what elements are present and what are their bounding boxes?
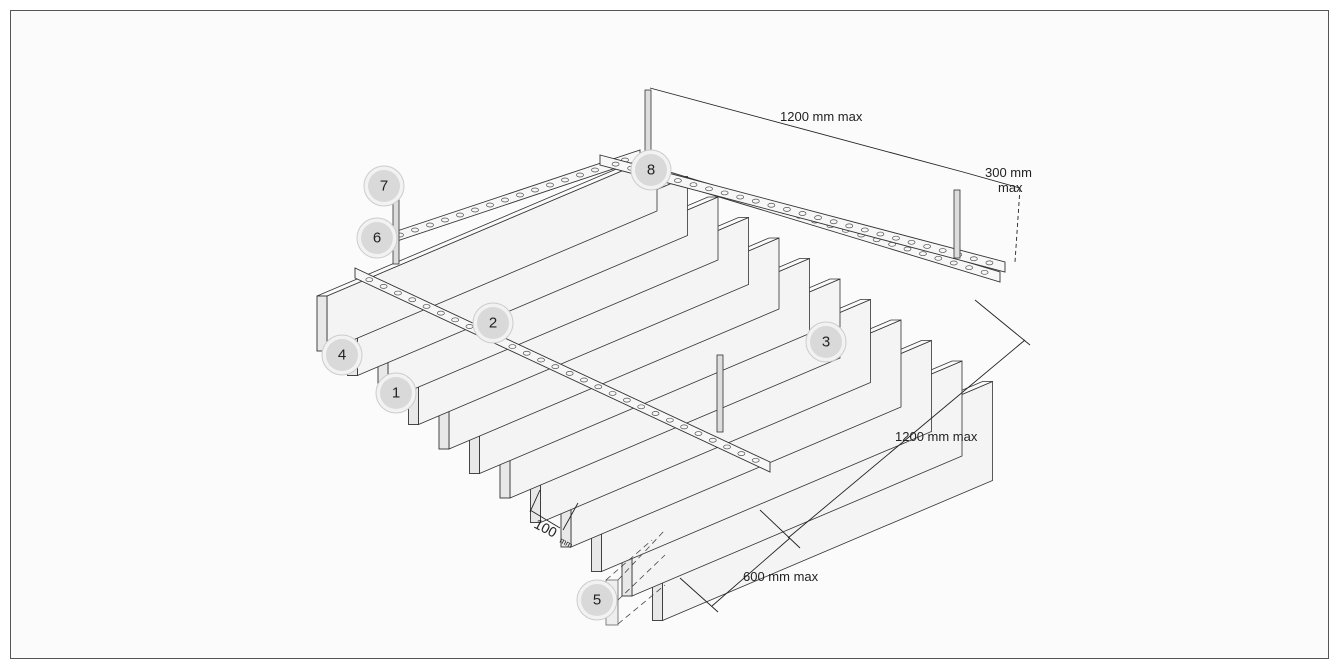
dim-ext-pitch-2 [562,502,579,531]
dim-end-offset-label-2: max [998,180,1023,195]
callout-4: 4 [321,334,363,376]
callout-number: 4 [338,347,346,364]
callout-number: 5 [593,592,601,609]
dim-line-slat-pitch [529,509,561,529]
suspension-rod [953,189,961,259]
dim-ext-side-2 [759,509,801,549]
callout-5: 5 [576,579,618,621]
callout-number: 1 [392,385,400,402]
callout-8: 8 [630,149,672,191]
dim-rod-offset-label: 600 mm max [743,569,819,584]
wall-angle-top [599,154,1006,273]
callout-1: 1 [375,372,417,414]
carrier-rail-front [354,267,771,473]
callout-3: 3 [805,321,847,363]
ceiling-slats [316,155,993,626]
callouts: 1 2 3 4 5 6 7 8 [321,149,847,621]
callout-number: 7 [380,178,388,195]
dim-ext-side-1 [974,299,1031,346]
dim-ext-pitch-1 [529,489,541,513]
callout-number: 6 [373,230,381,247]
dim-line-rod-offset [711,537,791,607]
callout-7: 7 [363,165,405,207]
callout-6: 6 [356,217,398,259]
suspension-rod [716,354,724,433]
dim-ext-end [1014,187,1021,263]
dim-end-offset-label-1: 300 mm [985,165,1032,180]
dimension-lines [529,87,1031,613]
callout-number: 2 [489,315,497,332]
dim-side-span-label: 1200 mm max [895,429,978,444]
dim-ext-rod [679,577,719,613]
callout-2: 2 [472,302,514,344]
dim-top-span-label: 1200 mm max [780,109,863,124]
dim-line-end-offset [962,171,1021,189]
callout-number: 8 [647,162,655,179]
carrier-rails [354,149,1006,473]
dim-line-side-span [787,339,1026,539]
dim-line-top-span [649,87,964,173]
callout-number: 3 [822,334,830,351]
